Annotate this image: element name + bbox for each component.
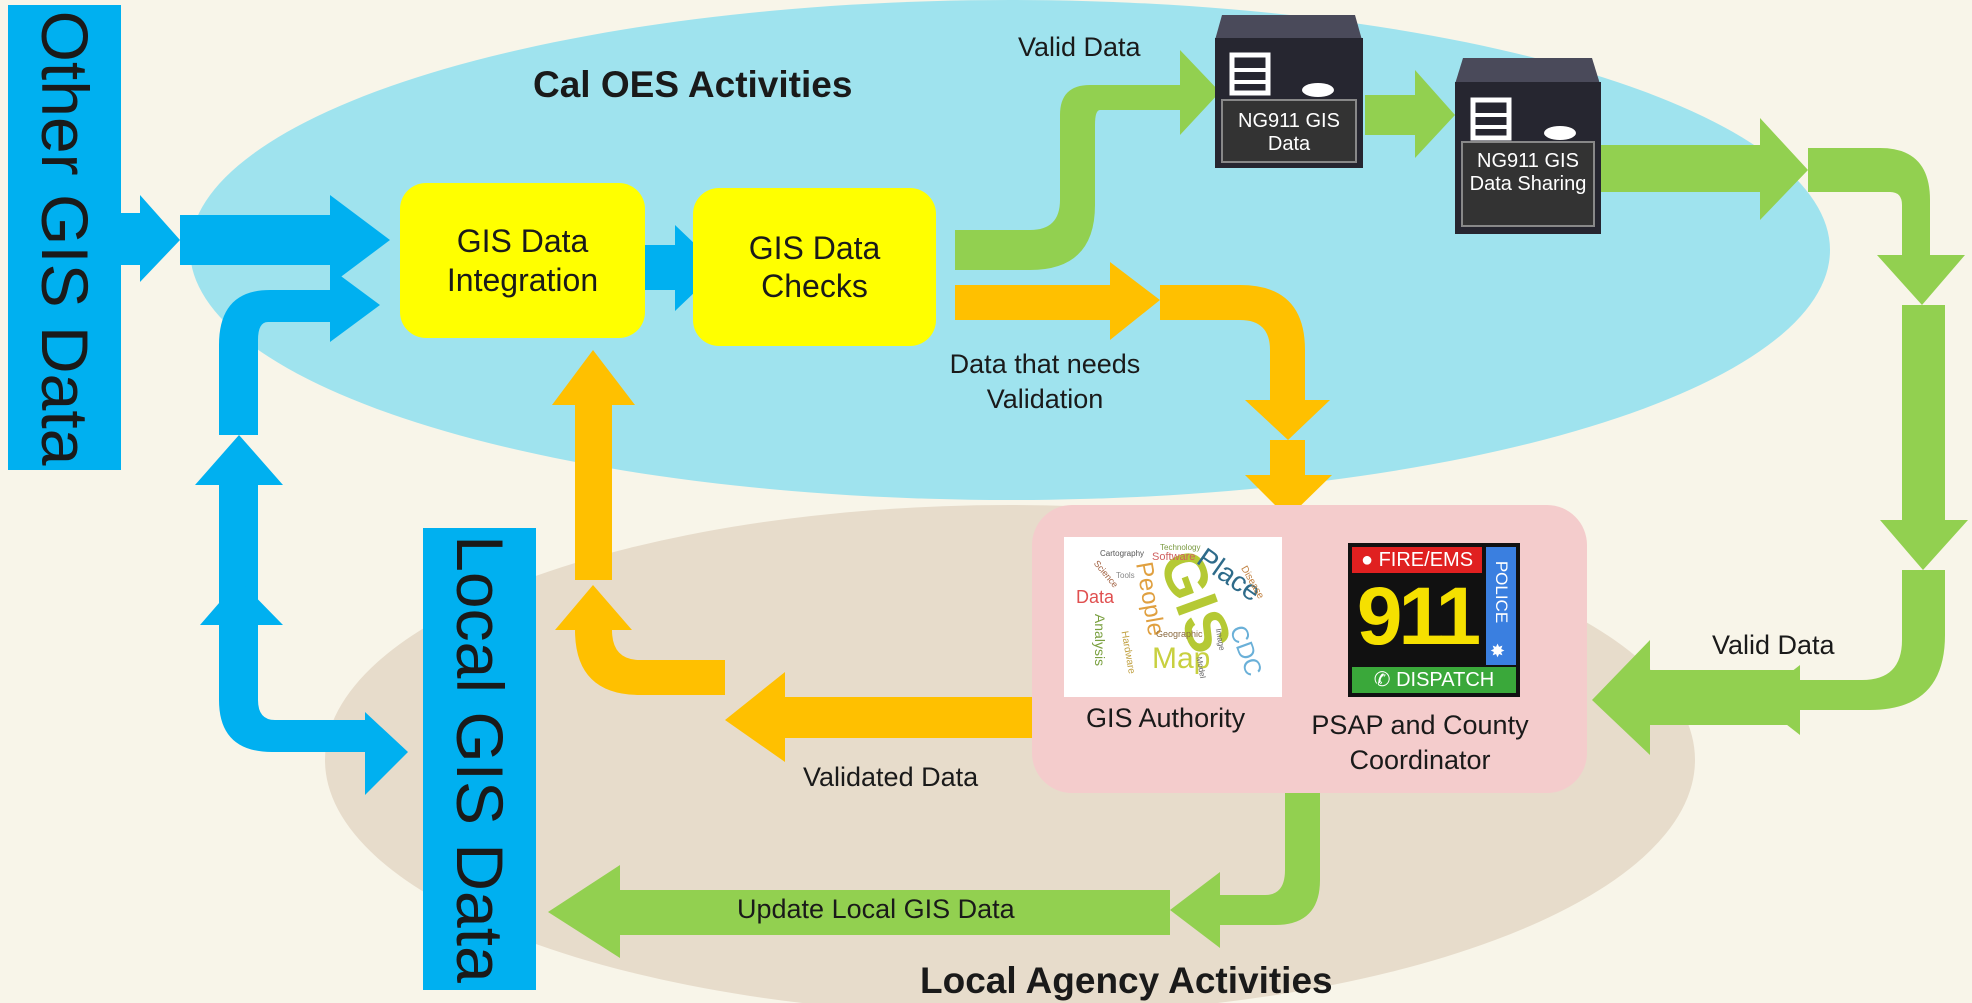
- word-cdc: CDC: [1223, 621, 1268, 680]
- arrow-to-psap: [1592, 640, 1800, 755]
- ng911-server-1: [1215, 15, 1363, 168]
- arrow-right-down: [1808, 148, 1965, 305]
- other-gis-data-label: Other GIS Data: [27, 10, 102, 465]
- arrow-mid-up: [195, 435, 283, 620]
- gis-data-integration-box: GIS Data Integration: [400, 183, 645, 338]
- update-local-label: Update Local GIS Data: [737, 894, 1015, 924]
- word-analysis: Analysis: [1092, 613, 1109, 667]
- dispatch-label: DISPATCH: [1396, 669, 1495, 691]
- orange-arrows: [552, 262, 1332, 762]
- integration-label: GIS Data Integration: [446, 223, 599, 298]
- arrow-bottom-up: [200, 580, 283, 625]
- needs-validation-label: Data that needs Validation: [949, 349, 1141, 415]
- phone-icon: ✆: [1373, 669, 1391, 691]
- gis-word-cloud: GIS Place People Map Data CDC Analysis S…: [1064, 537, 1282, 697]
- word-data: Data: [1076, 587, 1115, 607]
- psap-label: PSAP and County Coordinator: [1311, 710, 1529, 776]
- arrow-loop-up: [219, 268, 380, 435]
- arrow-ng911-to-sharing: [1365, 70, 1455, 158]
- police-label: POLICE: [1492, 560, 1511, 624]
- police-banner: POLICE ✸: [1486, 547, 1516, 665]
- checks-label: GIS Data Checks: [748, 229, 881, 304]
- badge-911: ● FIRE/EMS 911 POLICE ✸ ✆ DISPATCH: [1348, 543, 1520, 697]
- arrow-sharing-out: [1600, 118, 1808, 220]
- arrow-from-local: [219, 620, 408, 795]
- word-technology: Technology: [1160, 543, 1201, 552]
- local-gis-data-label: Local GIS Data: [442, 535, 517, 983]
- arrow-validation-down: [1160, 285, 1330, 440]
- green-arrows: [548, 50, 1968, 958]
- arrow-psap-down: [1170, 785, 1320, 948]
- gis-data-checks-box: GIS Data Checks: [693, 188, 936, 346]
- valid-data-right-label: Valid Data: [1712, 630, 1835, 660]
- arrow-update-local: [548, 865, 1170, 958]
- fire-ems-label: FIRE/EMS: [1378, 549, 1474, 571]
- arrow-right-long-down: [1880, 305, 1968, 570]
- arrow-validated-left: [725, 672, 1035, 762]
- fire-ems-banner: ● FIRE/EMS: [1352, 547, 1482, 573]
- gis-authority-label: GIS Authority: [1086, 703, 1246, 733]
- ng911-sharing-label: NG911 GIS Data Sharing: [1469, 150, 1587, 195]
- fire-ems-icon: ●: [1360, 549, 1374, 571]
- word-cartography: Cartography: [1100, 549, 1145, 558]
- arrow-integration-to-checks: [635, 225, 720, 311]
- valid-data-top-label: Valid Data: [1018, 32, 1141, 62]
- local-gis-data-bar: Local GIS Data: [423, 528, 536, 990]
- arrow-validated-turn: [555, 585, 725, 695]
- arrow-checks-to-validation: [955, 262, 1160, 340]
- arrow-to-integration: [180, 195, 390, 285]
- other-gis-data-bar: Other GIS Data: [8, 5, 121, 470]
- local-agency-title: Local Agency Activities: [920, 960, 1333, 1001]
- arrow-bottom-right-turn: [1755, 570, 1945, 735]
- badge-911-number: 911: [1356, 571, 1481, 662]
- ng911-server-2: [1455, 58, 1601, 234]
- validated-data-label: Validated Data: [803, 762, 979, 792]
- police-star-icon: ✸: [1490, 641, 1506, 661]
- arrow-checks-to-ng911: [955, 50, 1220, 270]
- word-map: Map: [1152, 642, 1211, 675]
- arrow-down-to-pink: [1245, 440, 1332, 518]
- blue-arrows: [120, 195, 720, 795]
- arrow-orange-up: [552, 350, 635, 580]
- arrow-other-gis-out: [120, 195, 180, 282]
- word-geographic: Geographic: [1156, 629, 1203, 639]
- word-hardware: Hardware: [1118, 630, 1137, 675]
- word-tools: Tools: [1116, 571, 1135, 580]
- word-software: Software: [1152, 551, 1196, 563]
- dispatch-banner: ✆ DISPATCH: [1352, 667, 1516, 693]
- cal-oes-title: Cal OES Activities: [533, 64, 853, 105]
- ng911-data-label: NG911 GIS Data: [1238, 110, 1340, 155]
